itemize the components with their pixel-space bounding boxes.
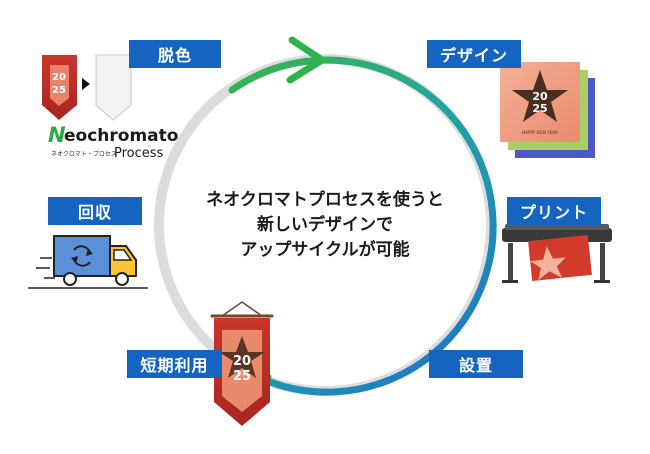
design-year-top: 20 <box>532 90 548 103</box>
dyed-banner-thumbnail: 20 25 <box>42 55 77 120</box>
delivery-truck <box>28 235 148 289</box>
step-label-design: デザイン <box>427 40 521 68</box>
arrow-head <box>286 36 326 84</box>
banner-year-bottom: 25 <box>233 369 251 384</box>
step-label-install: 設置 <box>429 350 523 378</box>
center-message: ネオクロマトプロセスを使うと 新しいデザインで アップサイクルが可能 <box>175 188 475 263</box>
hanging-banner: 20 25 <box>210 301 274 426</box>
step-label-print: プリント <box>507 197 601 225</box>
center-line-3: アップサイクルが可能 <box>240 240 410 260</box>
banner-year-top: 20 <box>233 354 251 369</box>
thumb-year-top: 20 <box>52 72 66 83</box>
design-caption: HAPPY NEW YEAR <box>522 130 558 135</box>
design-artwork-stack: 20 25 HAPPY NEW YEAR <box>500 62 595 158</box>
recycle-icon <box>71 245 93 267</box>
neochromato-logo: N eochromato ネオクロマト・プロセス Process <box>48 123 178 161</box>
arrow-right-icon <box>82 78 90 90</box>
center-line-2: 新しいデザインで <box>257 215 393 235</box>
step-label-short-use: 短期利用 <box>127 350 222 378</box>
large-format-printer <box>502 224 612 283</box>
logo-sub-process: Process <box>114 146 164 161</box>
logo-letter: N <box>48 123 66 147</box>
blank-banner <box>95 54 132 121</box>
thumb-year-bottom: 25 <box>52 85 66 96</box>
design-year-bottom: 25 <box>532 102 547 115</box>
center-line-1: ネオクロマトプロセスを使うと <box>206 190 444 210</box>
step-label-dye-removal: 脱色 <box>129 40 221 68</box>
step-label-collect: 回収 <box>48 197 142 225</box>
logo-sub-japanese: ネオクロマト・プロセス <box>51 151 117 158</box>
logo-wordmark: eochromato <box>64 126 178 146</box>
